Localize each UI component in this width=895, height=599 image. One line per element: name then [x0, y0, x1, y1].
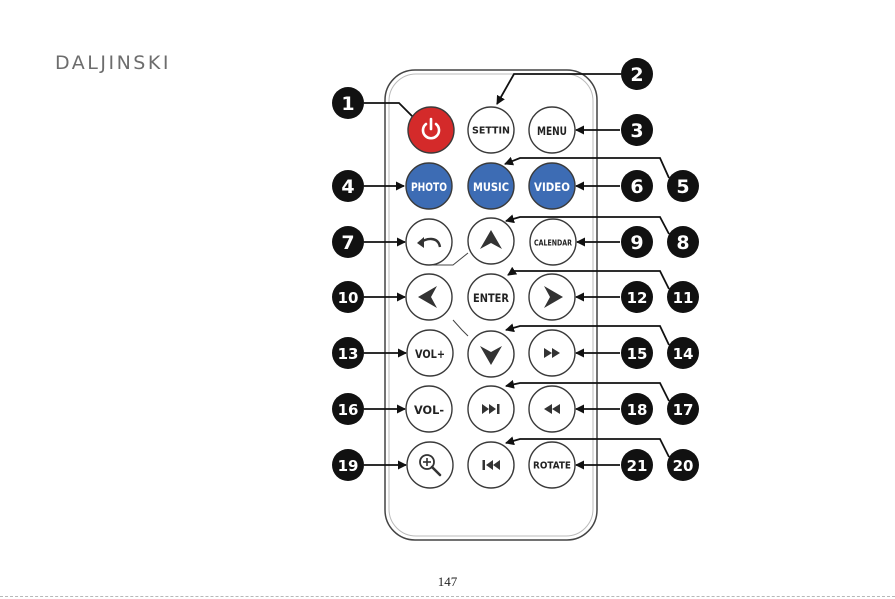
- remote-button-label: VIDEO: [534, 180, 570, 194]
- callout-number: 17: [673, 401, 694, 419]
- remote-button-zoom[interactable]: [407, 442, 453, 488]
- remote-button-video[interactable]: VIDEO: [529, 163, 575, 209]
- remote-button-ff[interactable]: [529, 330, 575, 376]
- callout-number: 12: [627, 289, 648, 307]
- callout-number: 1: [341, 93, 354, 115]
- callout-17: 17: [667, 393, 699, 425]
- callout-11: 11: [667, 281, 699, 313]
- callout-5: 5: [667, 170, 699, 202]
- callout-8: 8: [667, 226, 699, 258]
- callout-number: 10: [338, 289, 359, 307]
- remote-button-calendar[interactable]: CALENDAR: [530, 219, 576, 265]
- callout-number: 7: [341, 232, 354, 254]
- callout-2: 2: [621, 58, 653, 90]
- callout-number: 14: [673, 345, 694, 363]
- callout-20: 20: [667, 449, 699, 481]
- callout-number: 3: [630, 120, 643, 142]
- callout-number: 21: [627, 457, 648, 475]
- callout-14: 14: [667, 337, 699, 369]
- remote-button-volplus[interactable]: VOL+: [407, 330, 453, 376]
- remote-button-right[interactable]: [529, 274, 575, 320]
- remote-button-label: ENTER: [473, 291, 509, 305]
- remote-button-label: SETTIN: [472, 126, 510, 137]
- remote-button-label: VOL-: [414, 403, 444, 417]
- remote-button-left[interactable]: [406, 274, 452, 320]
- callout-number: 4: [341, 176, 354, 198]
- callout-7: 7: [332, 226, 364, 258]
- remote-button-label: ROTATE: [533, 461, 571, 472]
- callout-15: 15: [621, 337, 653, 369]
- remote-button-label: MUSIC: [473, 180, 509, 194]
- callout-number: 15: [627, 345, 648, 363]
- callout-number: 9: [630, 232, 643, 254]
- remote-button-down[interactable]: [468, 331, 514, 377]
- remote-button-back[interactable]: [406, 219, 452, 265]
- callout-21: 21: [621, 449, 653, 481]
- callout-number: 5: [676, 176, 689, 198]
- callout-number: 18: [627, 401, 648, 419]
- callout-number: 13: [338, 345, 359, 363]
- remote-button-next[interactable]: [468, 386, 514, 432]
- remote-button-up[interactable]: [468, 218, 514, 264]
- callout-number: 2: [630, 64, 643, 86]
- remote-button-label: MENU: [537, 124, 567, 138]
- callout-3: 3: [621, 114, 653, 146]
- callout-18: 18: [621, 393, 653, 425]
- callout-10: 10: [332, 281, 364, 313]
- remote-button-prev[interactable]: [468, 442, 514, 488]
- remote-button-label: PHOTO: [411, 180, 447, 194]
- remote-button-power[interactable]: [408, 107, 454, 153]
- callout-number: 19: [338, 457, 359, 475]
- callout-6: 6: [621, 170, 653, 202]
- remote-button-label: CALENDAR: [534, 239, 572, 248]
- remote-button-enter[interactable]: ENTER: [468, 274, 514, 320]
- callout-number: 20: [673, 457, 694, 475]
- callout-12: 12: [621, 281, 653, 313]
- remote-button-photo[interactable]: PHOTO: [406, 163, 452, 209]
- callout-4: 4: [332, 170, 364, 202]
- callout-number: 16: [338, 401, 359, 419]
- remote-button-volminus[interactable]: VOL-: [406, 386, 452, 432]
- remote-button-menu[interactable]: MENU: [529, 107, 575, 153]
- callout-number: 11: [673, 289, 694, 307]
- page-number: 147: [0, 574, 895, 590]
- callout-number: 8: [676, 232, 689, 254]
- remote-button-music[interactable]: MUSIC: [468, 163, 514, 209]
- callout-16: 16: [332, 393, 364, 425]
- callout-13: 13: [332, 337, 364, 369]
- remote-buttons: SETTIN MENU PHOTO MUSIC VIDEO CALENDAR ENTER VO…: [406, 107, 576, 488]
- bottom-divider: [0, 596, 895, 597]
- remote-button-rew[interactable]: [529, 386, 575, 432]
- remote-button-label: VOL+: [415, 347, 445, 361]
- callout-number: 6: [630, 176, 643, 198]
- callout-9: 9: [621, 226, 653, 258]
- remote-button-rotate[interactable]: ROTATE: [529, 442, 575, 488]
- callout-1: 1: [332, 87, 364, 119]
- remote-button-settin[interactable]: SETTIN: [468, 107, 514, 153]
- callout-19: 19: [332, 449, 364, 481]
